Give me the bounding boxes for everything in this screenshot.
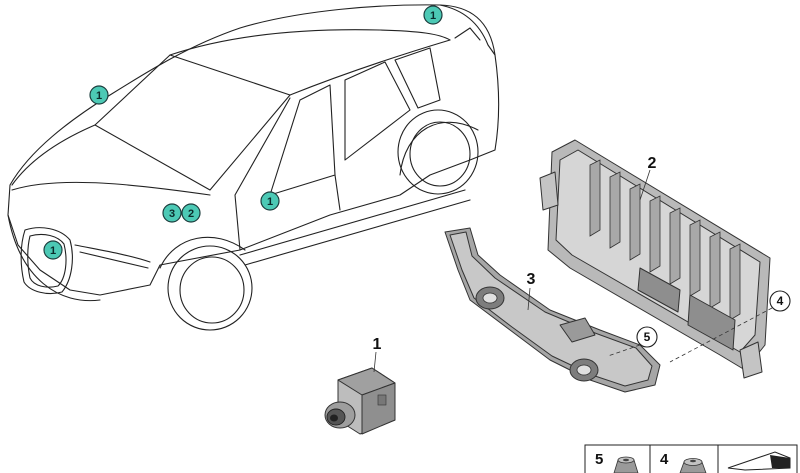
svg-text:2: 2	[188, 208, 194, 220]
badge-roof: 1	[89, 85, 109, 105]
ring-callout-4: 4	[769, 290, 791, 312]
badge-door: 1	[260, 191, 280, 211]
table-label-screw: 4	[660, 451, 669, 468]
svg-text:1: 1	[50, 245, 56, 257]
badge-fender-3: 3	[162, 203, 182, 223]
svg-text:5: 5	[644, 330, 651, 344]
svg-text:4: 4	[777, 294, 784, 308]
svg-text:1: 1	[430, 10, 436, 22]
badge-grille: 1	[43, 240, 63, 260]
svg-text:3: 3	[169, 208, 175, 220]
table-label-nut: 5	[595, 451, 603, 468]
nut-icon	[613, 456, 639, 473]
camera	[324, 367, 396, 435]
ring-callout-5: 5	[636, 326, 658, 348]
badge-rear: 1	[423, 5, 443, 25]
label-bracket: 3	[527, 271, 536, 288]
svg-text:1: 1	[267, 196, 273, 208]
svg-text:1: 1	[96, 90, 102, 102]
small-parts-table: 5 4	[584, 444, 798, 473]
wedge-icon	[727, 451, 791, 471]
badge-fender-2: 2	[181, 203, 201, 223]
screw-icon	[679, 458, 707, 473]
control-unit	[539, 139, 771, 379]
label-camera: 1	[373, 336, 382, 353]
label-control-unit: 2	[648, 155, 657, 172]
bracket	[444, 227, 661, 393]
vehicle-illustration	[7, 4, 500, 331]
